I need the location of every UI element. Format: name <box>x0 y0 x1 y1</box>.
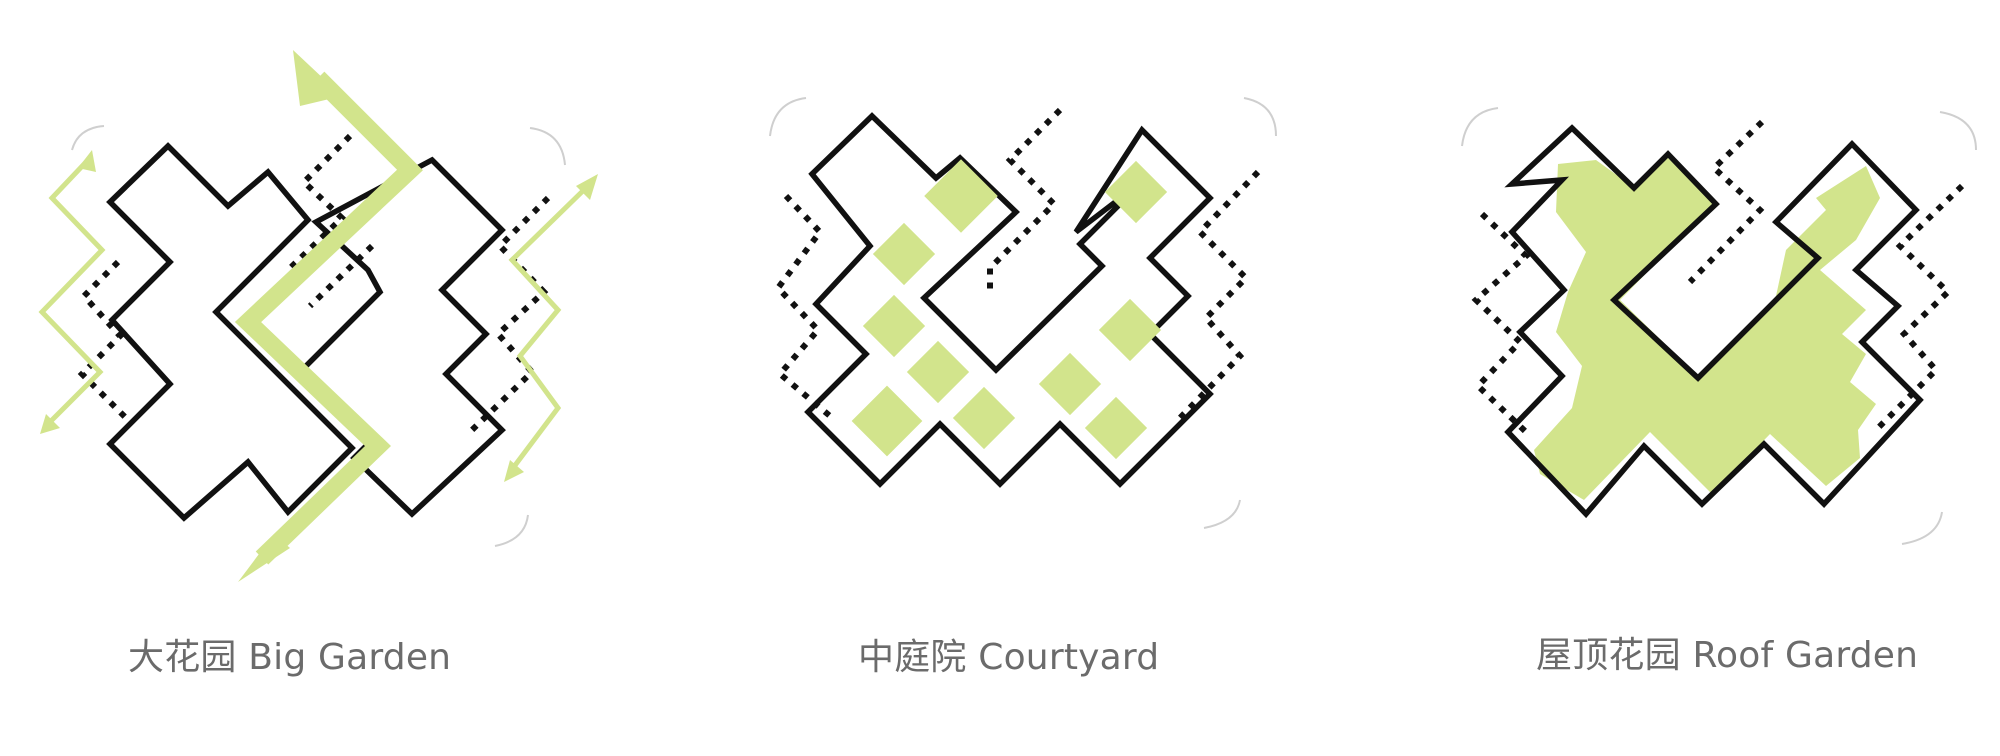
courtyard-square <box>952 386 1016 450</box>
path-arrow-main <box>234 71 423 565</box>
dotted-edge <box>1687 119 1765 285</box>
corner-arc <box>494 514 529 547</box>
caption-big-garden: 大花园 Big Garden <box>128 637 452 678</box>
path-arrow-left <box>38 158 106 426</box>
courtyard-square <box>924 159 998 233</box>
panel-roof-garden <box>1461 107 1977 545</box>
arrow-head-right-down <box>504 460 524 482</box>
arrow-head-left-up <box>78 150 96 172</box>
roof-garden-fill <box>1534 156 1880 500</box>
arrow-head-right-up <box>576 174 598 200</box>
path-arrow-right <box>508 180 594 474</box>
courtyard-square <box>906 340 970 404</box>
corner-arc <box>1461 107 1499 147</box>
corner-arc <box>1901 511 1943 545</box>
building-outline-roof <box>1504 124 1924 519</box>
dotted-edge <box>1471 211 1531 435</box>
caption-courtyard: 中庭院 Courtyard <box>858 637 1160 678</box>
dotted-edge <box>307 243 375 309</box>
arrow-head-down <box>238 534 290 582</box>
panel-big-garden <box>38 50 598 582</box>
building-outline-courtyard <box>804 112 1214 488</box>
building-outline-left <box>106 142 356 522</box>
dotted-edge <box>987 107 1063 296</box>
dotted-edge <box>1173 169 1261 425</box>
dotted-edge <box>283 133 353 275</box>
courtyard-square <box>872 222 936 286</box>
corner-arc <box>1203 499 1241 529</box>
caption-roof-garden: 屋顶花园 Roof Garden <box>1536 635 1919 676</box>
arrow-head-up <box>293 50 342 106</box>
arrow-head-left-down <box>40 414 60 434</box>
corner-arc <box>71 125 105 151</box>
dotted-edge <box>1871 183 1965 435</box>
corner-arc <box>529 127 566 166</box>
corner-arc <box>1243 97 1277 137</box>
courtyard-square <box>851 385 923 457</box>
panel-courtyard <box>769 97 1277 529</box>
corner-arc <box>1939 111 1977 151</box>
building-outline-right <box>296 156 506 518</box>
dotted-edge <box>77 259 129 421</box>
courtyard-square <box>862 294 926 358</box>
corner-arc <box>769 97 807 137</box>
dotted-edge <box>469 195 551 433</box>
